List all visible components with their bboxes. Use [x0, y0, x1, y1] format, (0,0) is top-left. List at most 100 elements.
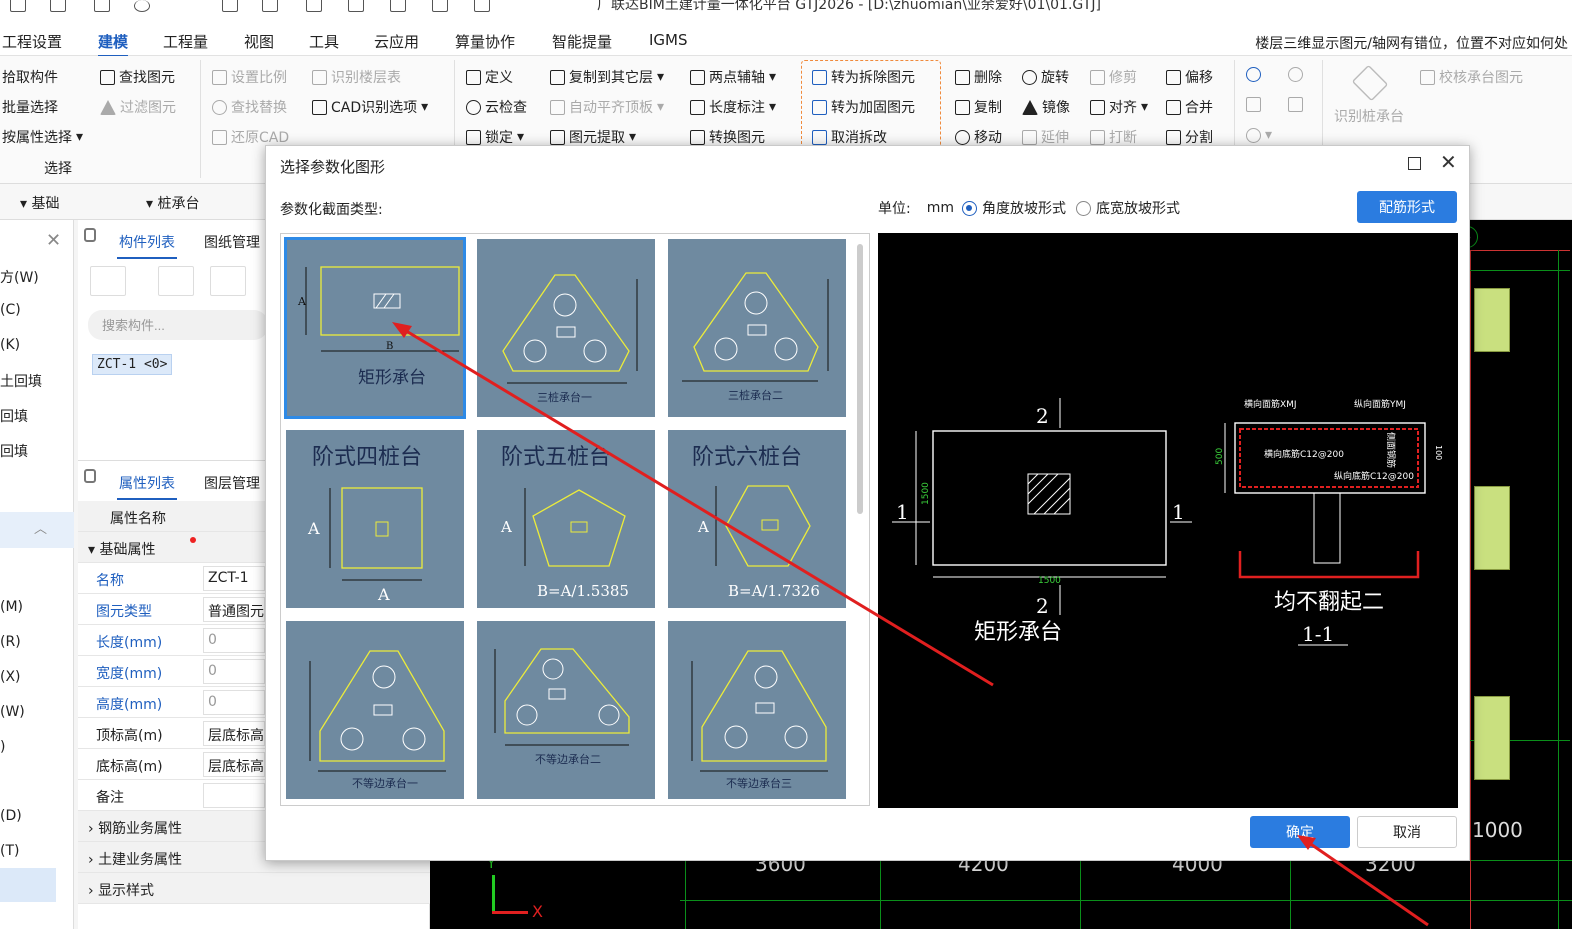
- tree-item[interactable]: (C): [0, 302, 21, 318]
- rebar-form-button[interactable]: 配筋形式: [1357, 191, 1457, 223]
- tree-item[interactable]: (W): [0, 704, 25, 720]
- delete-component-button[interactable]: [210, 266, 246, 296]
- break-button[interactable]: 打断: [1090, 127, 1137, 147]
- clock-tool-button[interactable]: [1288, 67, 1303, 82]
- rect-tool-button[interactable]: [1288, 97, 1303, 112]
- radio-angle-slope-label[interactable]: 角度放坡形式: [982, 201, 1066, 217]
- thumb-step-six-pile[interactable]: 阶式六桩台 A B=A/1.7326: [668, 430, 846, 608]
- quick-tool-icon[interactable]: [306, 0, 322, 12]
- menu-igms[interactable]: IGMS: [649, 31, 688, 49]
- tree-item[interactable]: ): [0, 739, 6, 755]
- find-replace-button[interactable]: 查找替换: [212, 97, 287, 117]
- line-tool-button[interactable]: [1246, 97, 1261, 112]
- tree-item[interactable]: (T): [0, 843, 20, 859]
- component-item[interactable]: ZCT-1 <0>: [92, 354, 173, 375]
- menu-view[interactable]: 视图: [244, 33, 275, 51]
- menu-project-settings[interactable]: 工程设置: [2, 33, 63, 51]
- split-button[interactable]: 分割: [1166, 127, 1213, 147]
- filter-element-button[interactable]: 过滤图元: [100, 97, 176, 117]
- undo-icon[interactable]: [134, 0, 150, 12]
- thumb-unequal-cap-1[interactable]: 不等边承台一: [286, 621, 464, 799]
- auto-align-slab-button[interactable]: 自动平齐顶板 ▾: [550, 97, 664, 117]
- delete-button[interactable]: 删除: [955, 67, 1002, 87]
- open-file-icon[interactable]: [50, 0, 66, 12]
- select-by-property-button[interactable]: 按属性选择 ▾: [2, 129, 84, 146]
- to-reinforce-button[interactable]: 转为加固图元: [812, 97, 915, 117]
- menu-collab[interactable]: 算量协作: [455, 33, 516, 51]
- cad-options-button[interactable]: CAD识别选项 ▾: [312, 97, 428, 117]
- maximize-icon[interactable]: [1408, 157, 1421, 170]
- arc-tool-button[interactable]: ▾: [1246, 127, 1272, 143]
- pile-cap-element[interactable]: [1474, 696, 1510, 780]
- tree-item[interactable]: (X): [0, 669, 21, 685]
- pile-cap-element[interactable]: [1474, 288, 1510, 352]
- help-hint-text[interactable]: 楼层三维显示图元/轴网有错位，位置不对应如何处: [1255, 36, 1568, 52]
- cancel-renovation-button[interactable]: 取消拆改: [812, 127, 887, 147]
- thumbnail-scrollbar[interactable]: [857, 244, 863, 514]
- tree-item[interactable]: (K): [0, 337, 21, 353]
- quick-tool-icon[interactable]: [262, 0, 278, 12]
- subcategory-dropdown[interactable]: ▾ 桩承台: [146, 196, 200, 212]
- pile-cap-element[interactable]: [1474, 486, 1510, 570]
- radio-angle-slope[interactable]: [962, 200, 977, 216]
- trim-button[interactable]: 修剪: [1090, 67, 1137, 87]
- pick-component-button[interactable]: 拾取构件: [2, 70, 58, 86]
- menu-modeling[interactable]: 建模: [98, 33, 129, 58]
- check-pile-cap-button[interactable]: 校核承台图元: [1420, 67, 1523, 87]
- property-row[interactable]: 底标高(m)层底标高: [78, 749, 430, 780]
- ok-button[interactable]: 确定: [1250, 816, 1350, 848]
- cloud-check-button[interactable]: 云检查: [466, 97, 527, 117]
- radio-width-slope[interactable]: [1076, 200, 1091, 216]
- batch-select-button[interactable]: 批量选择: [2, 100, 58, 116]
- thumb-step-five-pile[interactable]: 阶式五桩台 A B=A/1.5385: [477, 430, 655, 608]
- move-button[interactable]: 移动: [955, 127, 1002, 147]
- rotate-button[interactable]: 旋转: [1022, 67, 1069, 87]
- tab-layer-manage[interactable]: 图层管理: [204, 476, 260, 492]
- close-icon[interactable]: ✕: [46, 230, 62, 251]
- tab-property-list[interactable]: 属性列表: [117, 473, 177, 500]
- two-point-axis-button[interactable]: 两点辅轴 ▾: [690, 67, 776, 87]
- cancel-button[interactable]: 取消: [1357, 816, 1457, 848]
- thumb-three-pile-1[interactable]: 三桩承台一: [477, 239, 655, 417]
- identify-floor-table-button[interactable]: 识别楼层表: [312, 67, 401, 87]
- length-dimension-button[interactable]: 长度标注 ▾: [690, 97, 776, 117]
- quick-tool-icon[interactable]: [390, 0, 406, 12]
- new-file-icon[interactable]: [10, 0, 26, 12]
- radio-width-slope-label[interactable]: 底宽放坡形式: [1096, 201, 1180, 217]
- define-button[interactable]: 定义: [466, 67, 513, 87]
- property-row[interactable]: 宽度(mm)0: [78, 656, 430, 687]
- pin-icon[interactable]: [84, 228, 96, 242]
- property-row[interactable]: 图元类型普通图元: [78, 594, 430, 625]
- property-row[interactable]: 顶标高(m)层底标高: [78, 718, 430, 749]
- restore-cad-button[interactable]: 还原CAD: [212, 127, 289, 147]
- menu-cloud[interactable]: 云应用: [374, 33, 420, 51]
- tab-component-list[interactable]: 构件列表: [117, 232, 177, 259]
- align-button[interactable]: 对齐 ▾: [1090, 97, 1148, 117]
- extract-element-button[interactable]: 图元提取 ▾: [550, 127, 636, 147]
- quick-tool-icon[interactable]: [432, 0, 448, 12]
- lock-button[interactable]: 锁定 ▾: [466, 127, 524, 147]
- thumb-step-four-pile[interactable]: 阶式四桩台 A A: [286, 430, 464, 608]
- thumb-three-pile-2[interactable]: 三桩承台二: [668, 239, 846, 417]
- property-row[interactable]: 备注: [78, 780, 430, 811]
- copy-button[interactable]: 复制: [955, 97, 1002, 117]
- new-component-button[interactable]: [90, 266, 126, 296]
- tree-item[interactable]: 回填: [0, 444, 28, 460]
- extend-button[interactable]: 延伸: [1022, 127, 1069, 147]
- convert-element-button[interactable]: 转换图元: [690, 127, 765, 147]
- property-row[interactable]: 长度(mm)0: [78, 625, 430, 656]
- mirror-button[interactable]: 镜像: [1022, 97, 1070, 117]
- quick-tool-icon[interactable]: [474, 0, 490, 12]
- property-row[interactable]: 高度(mm)0: [78, 687, 430, 718]
- thumb-unequal-cap-3[interactable]: 不等边承台三: [668, 621, 846, 799]
- tree-item[interactable]: 方(W): [0, 270, 39, 286]
- offset-button[interactable]: 偏移: [1166, 67, 1213, 87]
- find-element-button[interactable]: 查找图元: [100, 67, 175, 87]
- menu-smart-extract[interactable]: 智能提量: [552, 33, 613, 51]
- tab-drawing-manage[interactable]: 图纸管理: [204, 235, 260, 251]
- pin-icon[interactable]: [84, 469, 96, 483]
- section-display[interactable]: › 显示样式: [78, 873, 430, 904]
- menu-tools[interactable]: 工具: [309, 33, 340, 51]
- quick-tool-icon[interactable]: [348, 0, 364, 12]
- merge-button[interactable]: 合并: [1166, 97, 1213, 117]
